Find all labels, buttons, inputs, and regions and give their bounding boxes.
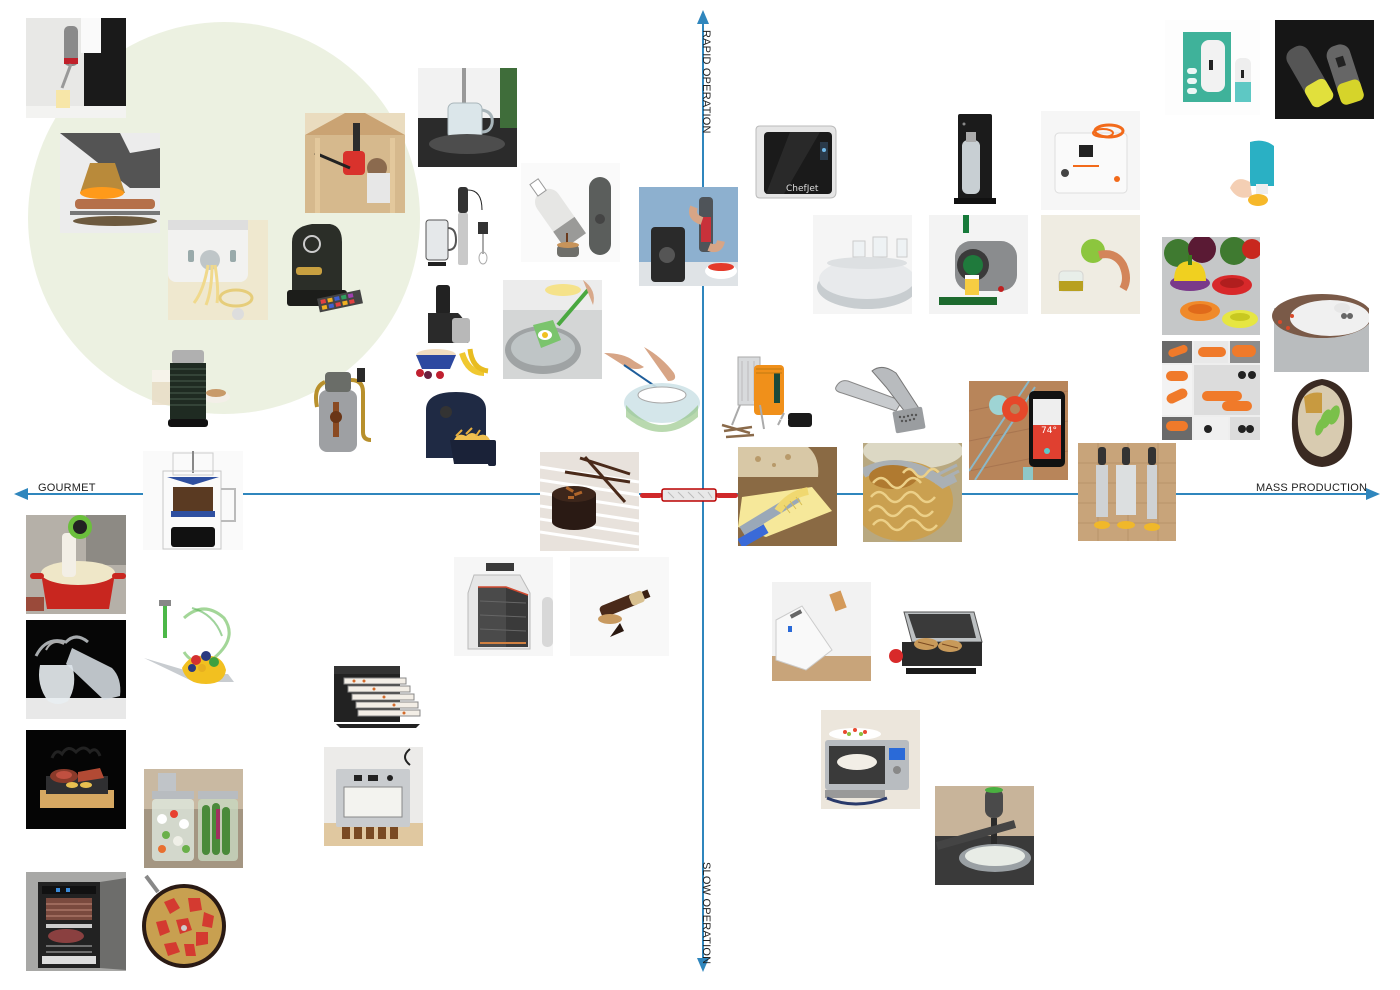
product-onigiri <box>1288 375 1356 470</box>
axis-label-rapid-operation: RAPID OPERATION <box>700 30 712 134</box>
product-toaster-oven <box>821 710 920 809</box>
product-zester-graters <box>1078 443 1176 541</box>
axis-label-gourmet: GOURMET <box>38 482 96 494</box>
product-beer-tap-dispenser <box>929 215 1028 314</box>
product-garlic-press <box>832 363 932 443</box>
arrow-right-icon <box>1366 488 1380 500</box>
product-kettle-base <box>418 68 517 167</box>
arrow-down-icon <box>697 958 709 972</box>
arrow-left-icon <box>14 488 28 500</box>
arrow-up-icon <box>697 10 709 24</box>
product-egg-poacher <box>503 280 602 379</box>
product-butter-curler-knife <box>738 447 837 546</box>
thermometer-reading: 74° <box>1041 426 1057 436</box>
product-infusion-pot <box>134 872 233 971</box>
product-food-3d-printer: ChefJet <box>750 122 845 207</box>
product-food-huggers <box>1162 237 1260 335</box>
product-citrus-spray <box>1041 215 1140 314</box>
product-pasta-maker <box>168 220 268 320</box>
product-insulated-cooker <box>454 557 553 656</box>
product-rolling-pin <box>640 485 738 505</box>
product-hot-stone-grill <box>26 730 126 829</box>
axis-label-slow-operation: SLOW OPERATION <box>700 862 712 965</box>
product-auto-stirrer <box>935 786 1034 885</box>
product-salt-pepper-mills <box>1275 20 1374 119</box>
product-smart-thermometer: 74° <box>969 381 1068 480</box>
product-salad-spinner <box>604 343 704 443</box>
product-vertical-toaster <box>772 582 871 681</box>
product-heat-lamp-roaster <box>60 133 160 233</box>
chefjet-brand-label: ChefJet <box>786 184 819 194</box>
product-camp-stove-charger <box>720 353 820 443</box>
axis-label-mass-production: MASS PRODUCTION <box>1256 482 1368 494</box>
product-instant-noodle-machine <box>1041 111 1140 210</box>
product-immersion-blender-set <box>420 184 495 270</box>
product-pot-lid-steamer <box>1270 288 1369 374</box>
product-soda-maker <box>948 110 998 208</box>
product-dry-aging-fridge <box>26 872 126 971</box>
product-home-brewing-machine <box>324 747 423 846</box>
product-sous-vide-circulator <box>26 515 126 614</box>
product-panini-press <box>888 608 987 683</box>
product-cold-brew-coffee-maker <box>143 451 243 550</box>
product-food-dehydrator <box>330 662 422 732</box>
product-noodle-spork <box>863 443 962 542</box>
product-fermentation-jars <box>144 769 243 868</box>
product-vacuum-blender <box>639 187 738 286</box>
product-levitating-tray <box>813 215 912 314</box>
product-energy-inhaler <box>1165 20 1260 115</box>
product-milk-frother <box>152 345 232 435</box>
product-chocolate-pen <box>570 557 669 656</box>
product-capsule-espresso-machine <box>282 222 374 320</box>
product-smoking-cloche <box>26 620 126 719</box>
product-chocolate-cake-mold <box>540 452 639 551</box>
product-aroma-fork <box>144 598 244 698</box>
product-frozen-fruit-dessert-maker <box>410 283 490 385</box>
product-egg-separator <box>1228 138 1280 208</box>
product-growler-keg <box>305 362 380 457</box>
product-whipping-siphon <box>26 18 126 118</box>
product-sushi-mold-set <box>1162 341 1260 440</box>
product-portable-espresso <box>521 163 620 262</box>
product-smoker-gun <box>305 113 405 213</box>
product-air-fryer <box>416 390 506 480</box>
